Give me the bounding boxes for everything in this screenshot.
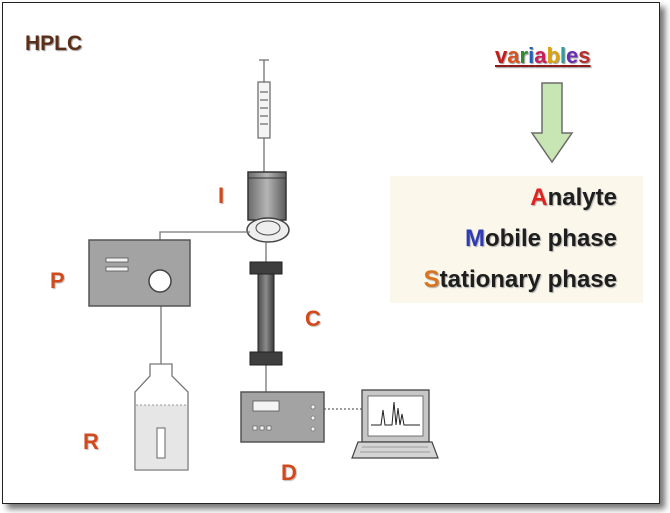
reservoir-label: R <box>83 429 99 454</box>
injector-label: I <box>218 183 225 208</box>
column <box>249 261 283 366</box>
variables-heading-letter: i <box>528 43 535 68</box>
variable-initial: S <box>423 266 440 293</box>
variable-analyte: Analyte <box>530 184 617 212</box>
variables-heading-letter: a <box>507 43 520 68</box>
variables-heading-letter: v <box>495 43 508 68</box>
down-arrow-icon <box>530 82 574 164</box>
variables-heading-letter: a <box>534 43 547 68</box>
injector <box>246 171 290 243</box>
variable-rest: nalyte <box>547 184 617 211</box>
column-label: C <box>305 306 321 331</box>
variables-heading-letter: r <box>519 43 529 68</box>
variables-heading-letter: s <box>578 43 591 68</box>
variables-heading: variables <box>495 43 591 69</box>
pump <box>88 239 191 307</box>
variable-initial: M <box>464 225 485 252</box>
variable-rest: obile phase <box>484 225 617 252</box>
detector-label: D <box>281 460 297 485</box>
variable-rest: tationary phase <box>439 266 617 293</box>
variables-heading-letter: l <box>559 43 567 68</box>
syringe-icon <box>257 59 271 172</box>
chromatogram-trace <box>371 401 420 426</box>
variable-stationary-phase: Stationary phase <box>424 266 617 294</box>
slide-title: HPLC <box>25 32 83 55</box>
variable-initial: A <box>530 184 548 211</box>
computer-icon <box>351 389 439 459</box>
variables-box: Analyte Mobile phase Stationary phase <box>390 176 643 303</box>
pump-label: P <box>50 268 65 293</box>
variables-heading-letter: e <box>566 43 579 68</box>
reservoir-bottle <box>134 363 189 471</box>
variables-heading-letter: b <box>546 43 560 68</box>
variable-mobile-phase: Mobile phase <box>465 225 617 253</box>
detector <box>240 391 325 443</box>
